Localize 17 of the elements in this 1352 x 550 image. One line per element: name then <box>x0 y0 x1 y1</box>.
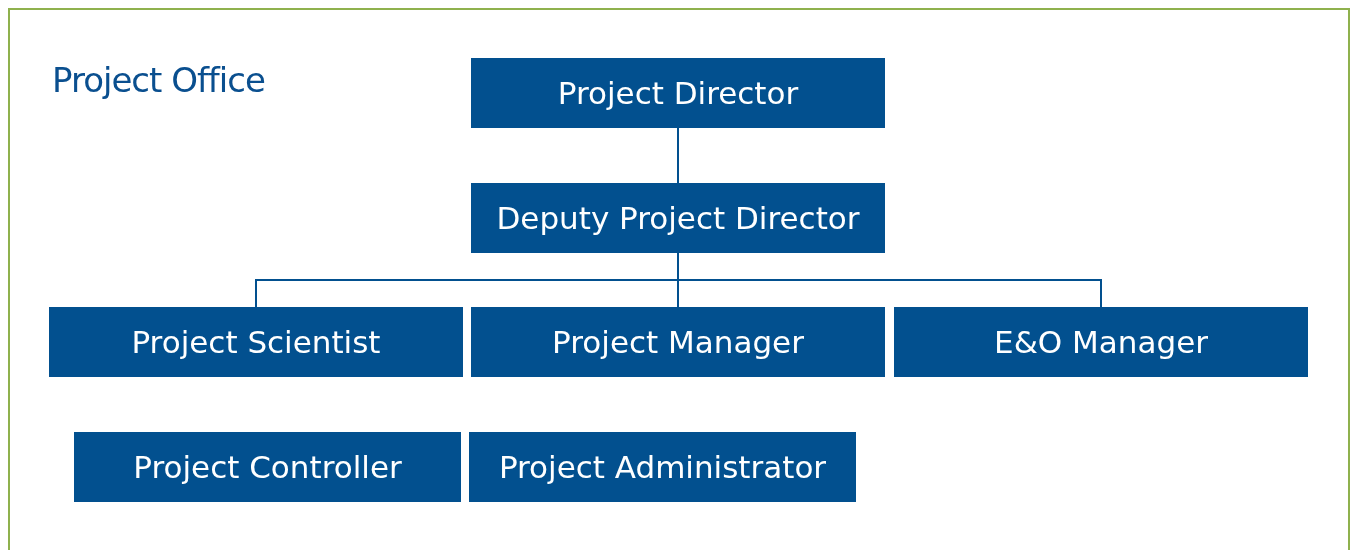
role-box <box>469 432 856 502</box>
role-label: Project Scientist <box>131 324 381 360</box>
role-label: Project Manager <box>552 324 804 360</box>
group-frame <box>8 8 1350 550</box>
role-box <box>471 183 885 253</box>
role-label: Project Director <box>557 75 799 111</box>
connector-line <box>677 127 679 184</box>
role-label: E&O Manager <box>994 324 1208 360</box>
role-box <box>74 432 461 502</box>
role-box <box>471 58 885 128</box>
role-label: Deputy Project Director <box>496 200 860 236</box>
group-title: Project Office <box>52 60 265 100</box>
role-label: Project Controller <box>133 449 402 485</box>
role-box <box>49 307 463 377</box>
role-box <box>894 307 1308 377</box>
role-label: Project Administrator <box>498 449 827 485</box>
role-box <box>471 307 885 377</box>
